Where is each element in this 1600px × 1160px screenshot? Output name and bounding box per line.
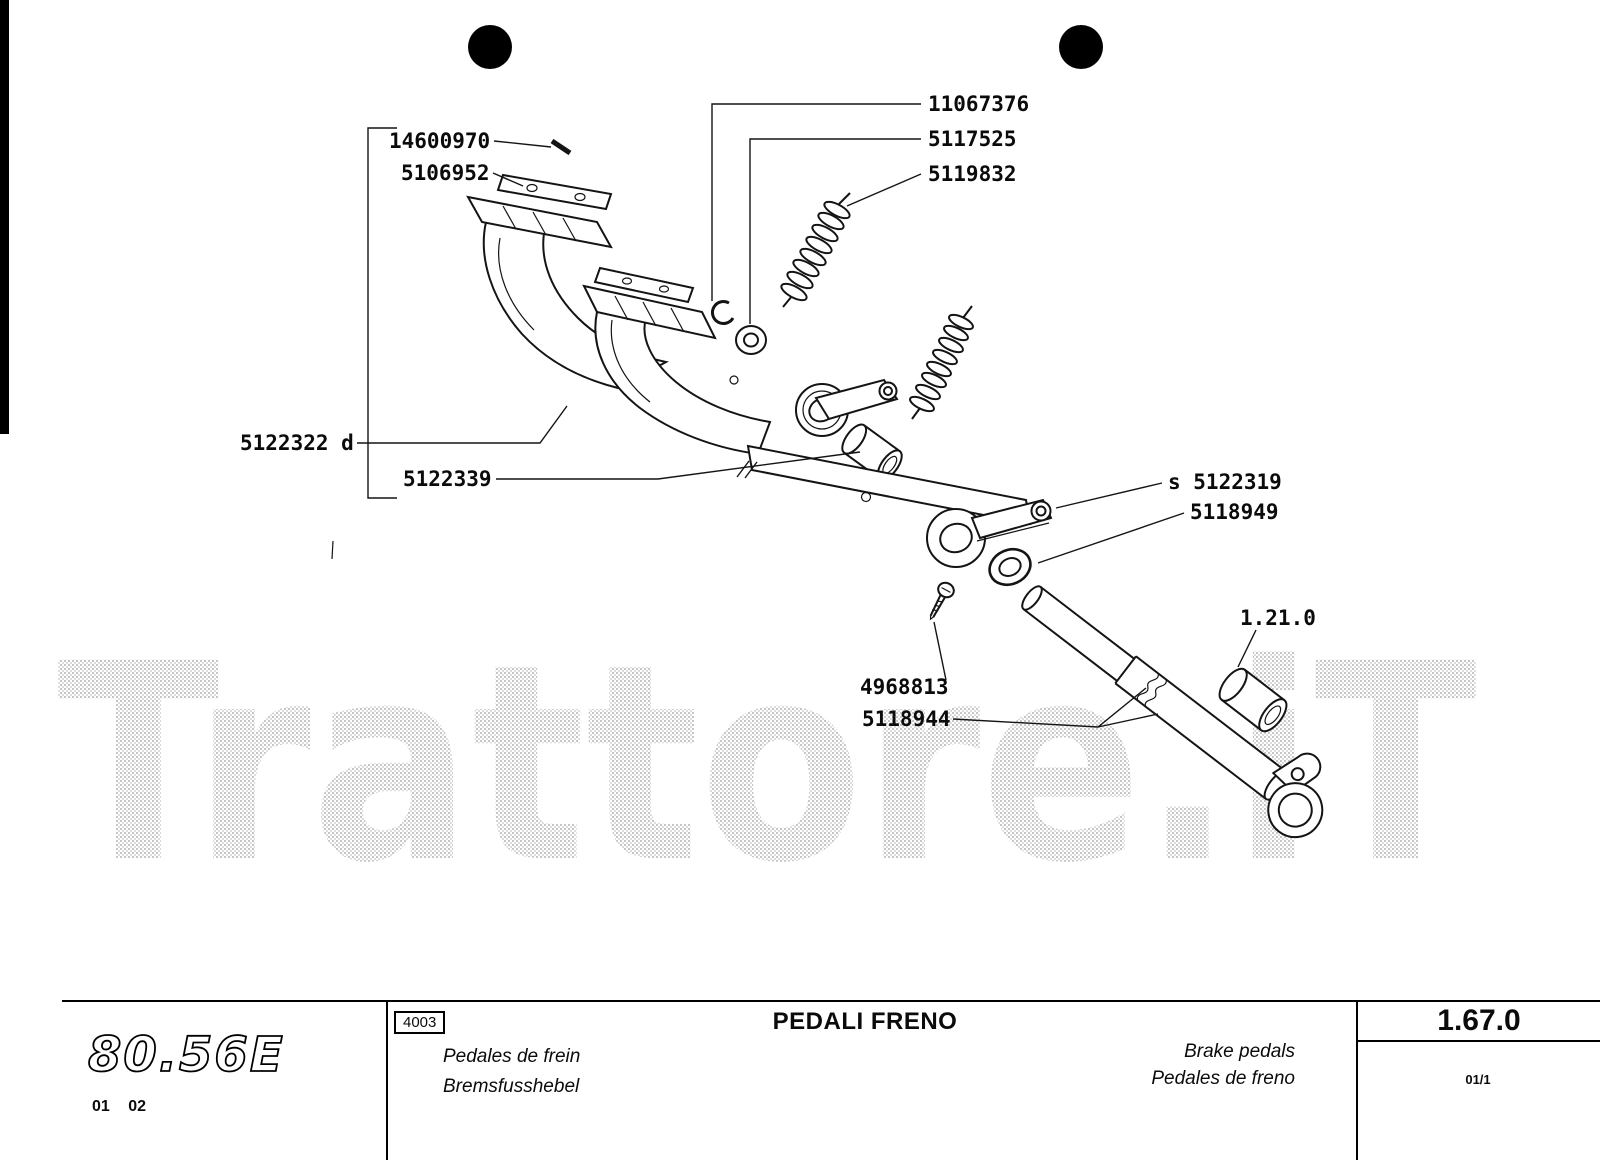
screw — [929, 581, 955, 621]
right-pedal — [582, 266, 772, 456]
washer-large — [988, 547, 1032, 587]
part-label-5122322d: 5122322 d — [240, 431, 354, 455]
leader-lines — [357, 103, 1257, 728]
footer-divider-left — [386, 1000, 388, 1160]
page-title: PEDALI FRENO — [772, 1008, 958, 1035]
small-lever — [814, 378, 899, 421]
part-label-5118944: 5118944 — [862, 707, 951, 731]
scan-artifact — [331, 540, 334, 560]
part-label-5119832: 5119832 — [928, 162, 1017, 186]
registration-dot-right — [1059, 25, 1103, 69]
washer-small — [735, 325, 767, 355]
part-label-14600970: 14600970 — [389, 129, 491, 153]
section-code: 1.67.0 — [1437, 1004, 1521, 1037]
brake-pedal-exploded-diagram: Trattore.iT — [57, 25, 1478, 923]
section-code-underline — [1358, 1040, 1600, 1042]
sheet-number: 01/1 — [1465, 1072, 1491, 1087]
model-code-logo: 80.56E — [87, 1026, 285, 1084]
subtitle-spanish: Pedales de freno — [1151, 1068, 1295, 1089]
subtitle-english: Brake pedals — [1184, 1041, 1295, 1062]
left-pedal — [466, 138, 739, 390]
brake-arm — [746, 444, 1053, 568]
pad-plate — [593, 266, 695, 304]
part-label-5117525: 5117525 — [928, 127, 1017, 151]
part-label-5118949: 5118949 — [1190, 500, 1279, 524]
footer-divider-right — [1356, 1000, 1358, 1160]
part-label-4968813: 4968813 — [860, 675, 949, 699]
return-spring-upper — [780, 192, 851, 308]
page-numbers: 01 02 — [92, 1098, 147, 1115]
part-label-11067376: 11067376 — [928, 92, 1030, 116]
drawing-code-box: 4003 — [394, 1011, 446, 1034]
subtitle-french: Pedales de frein — [443, 1046, 581, 1067]
page-edge-bar — [0, 0, 9, 434]
pedal-pad-left — [466, 195, 613, 249]
footer-divider-top — [62, 1000, 1600, 1002]
group-bracket — [367, 127, 397, 499]
arm-hole — [729, 375, 739, 385]
brake-shaft — [1021, 585, 1324, 839]
circlip — [711, 300, 735, 325]
registration-dot-left — [468, 25, 512, 69]
part-label-1-21-0: 1.21.0 — [1240, 606, 1316, 630]
pad-plate — [496, 173, 613, 211]
subtitle-german: Bremsfusshebel — [443, 1076, 580, 1097]
part-label-5122319: s 5122319 — [1168, 470, 1282, 494]
bushing-shaft — [1218, 667, 1288, 733]
part-label-5106952: 5106952 — [401, 161, 490, 185]
return-spring-lower — [909, 305, 974, 420]
clevis-eye — [1267, 782, 1324, 839]
part-label-5122339: 5122339 — [403, 467, 492, 491]
pin — [550, 138, 572, 156]
model-code-text: 80.56E — [88, 1027, 285, 1083]
